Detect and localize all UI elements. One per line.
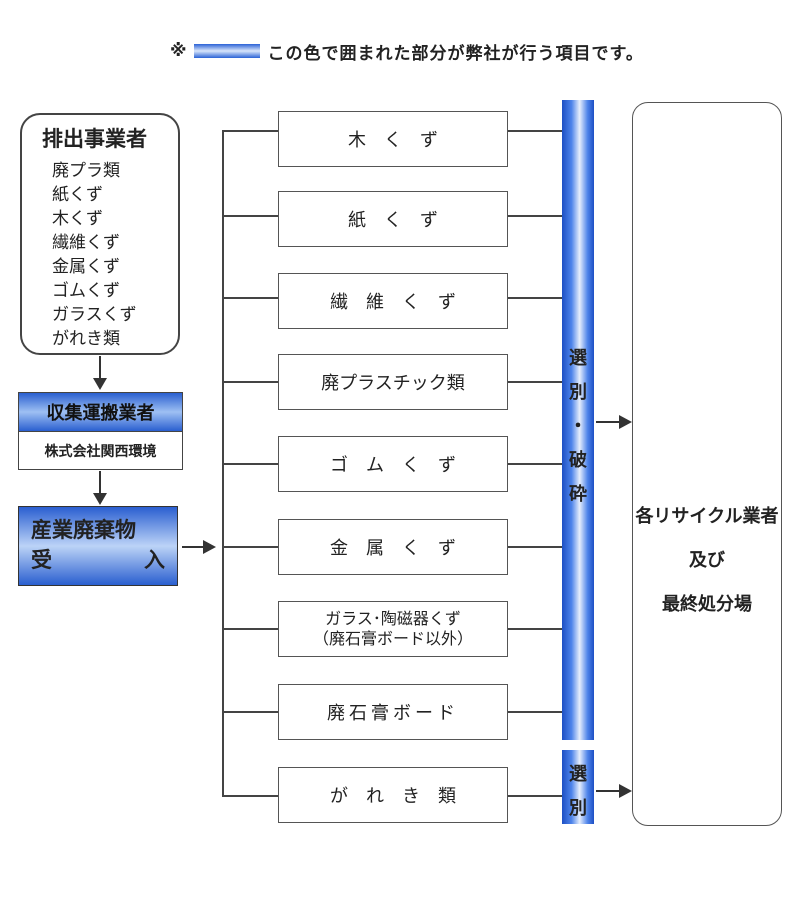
right-line [508, 628, 562, 630]
destination-line3: 最終処分場 [662, 594, 752, 615]
emitter-box: 排出事業者 廃プラ類 紙くず 木くず 繊維くず 金属くず ゴムくず ガラスくず … [20, 113, 180, 355]
arrow-receive-to-trunk [182, 540, 216, 554]
destination-box: 各リサイクル業者 及び 最終処分場 [632, 102, 782, 826]
branch-line [222, 711, 278, 713]
legend-note: ※ この色で囲まれた部分が弊社が行う項目です。 [170, 38, 790, 64]
emitter-item: ゴムくず [52, 281, 120, 301]
category-rubber: ゴムくず [278, 436, 508, 492]
right-line [508, 546, 562, 548]
right-line [508, 711, 562, 713]
arrow-to-destination [596, 415, 632, 429]
receive-box: 産業廃棄物 受 入 [18, 506, 178, 586]
emitter-item: 木くず [52, 209, 103, 229]
arrow-emitter-to-collector [93, 356, 107, 390]
branch-line [222, 215, 278, 217]
receive-line1: 産業廃棄物 [31, 518, 136, 542]
branch-line [222, 463, 278, 465]
category-paper: 紙くず [278, 191, 508, 247]
emitter-item: ガラスくず [52, 305, 137, 325]
right-line [508, 130, 562, 132]
category-metal: 金属くず [278, 519, 508, 575]
collector-box: 収集運搬業者 株式会社関西環境 [18, 392, 183, 470]
category-glass-sub: （廃石膏ボード以外） [312, 629, 473, 648]
emitter-title: 排出事業者 [42, 127, 147, 151]
emitter-item: 廃プラ類 [52, 161, 120, 181]
category-gypsum: 廃石膏ボード [278, 684, 508, 740]
right-line [508, 215, 562, 217]
branch-line [222, 130, 278, 132]
right-line [508, 463, 562, 465]
category-fiber: 繊維くず [278, 273, 508, 329]
emitter-item: がれき類 [52, 329, 120, 349]
arrow-collector-to-receive [93, 471, 107, 505]
right-line [508, 795, 562, 797]
category-glass-label: ガラス･陶磁器くず [325, 609, 461, 628]
highlight-swatch [193, 44, 260, 58]
emitter-item: 紙くず [52, 185, 103, 205]
emitter-item: 金属くず [52, 257, 120, 277]
category-glass-ceramic: ガラス･陶磁器くず （廃石膏ボード以外） [278, 601, 508, 657]
emitter-item: 繊維くず [52, 233, 120, 253]
collector-company: 株式会社関西環境 [44, 444, 157, 460]
category-debris: がれき類 [278, 767, 508, 823]
receive-line2-left: 受 [31, 548, 52, 572]
destination-line2: 及び [689, 550, 725, 571]
collector-title: 収集運搬業者 [19, 393, 182, 432]
branch-line [222, 381, 278, 383]
branch-line [222, 628, 278, 630]
note-mark: ※ [170, 41, 188, 61]
category-plastic: 廃プラスチック類 [278, 354, 508, 410]
branch-line [222, 297, 278, 299]
category-wood: 木くず [278, 111, 508, 167]
process-bar-sort-crush: 選 別 ・ 破 砕 [562, 100, 594, 740]
branch-line [222, 546, 278, 548]
right-line [508, 297, 562, 299]
process-bar-sort: 選 別 [562, 750, 594, 824]
destination-line1: 各リサイクル業者 [635, 506, 779, 527]
branch-line [222, 795, 278, 797]
arrow-to-destination-2 [596, 784, 632, 798]
right-line [508, 381, 562, 383]
receive-line2-right: 入 [144, 548, 165, 572]
note-text: この色で囲まれた部分が弊社が行う項目です。 [267, 43, 644, 64]
